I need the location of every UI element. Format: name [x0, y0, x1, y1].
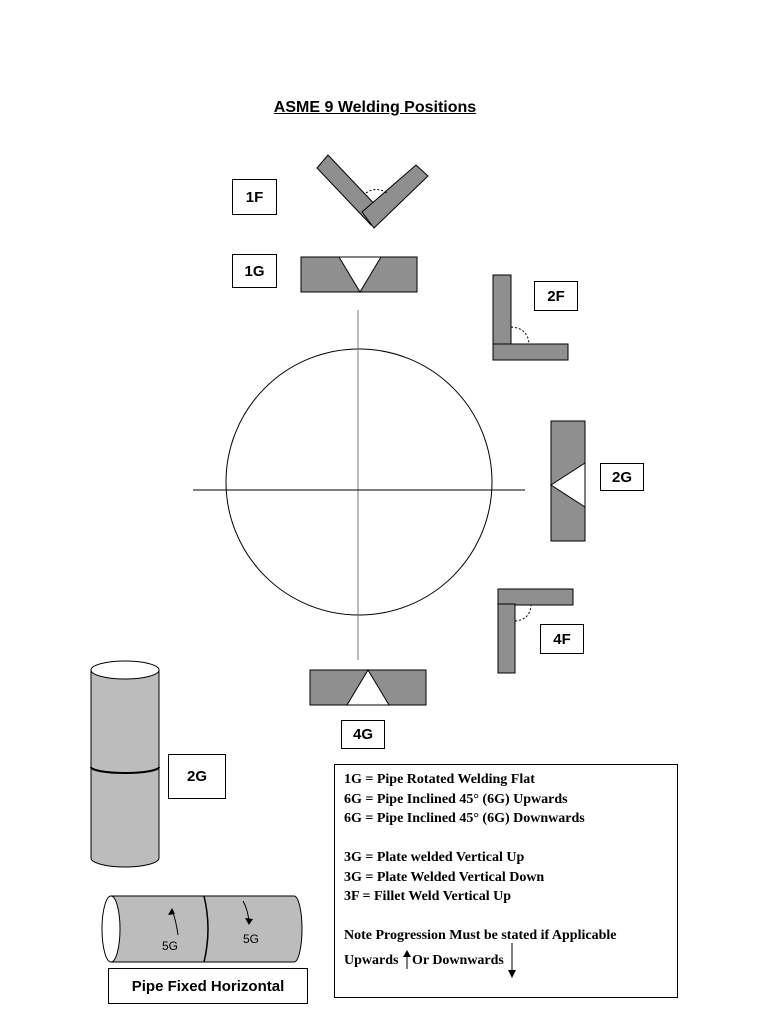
- diagram-title: ASME 9 Welding Positions: [273, 99, 477, 116]
- label-4g: 4G: [341, 720, 385, 749]
- plate-2g-butt: [550, 420, 586, 542]
- plate-4f-fillet: [497, 588, 574, 674]
- label-2g: 2G: [600, 463, 644, 491]
- pipe-5g-left-label: 5G: [162, 939, 178, 953]
- label-2f: 2F: [534, 281, 578, 311]
- pipe-horizontal-5g: 5G 5G: [101, 895, 303, 963]
- plate-1f-fillet: [316, 154, 429, 229]
- legend-line: 6G = Pipe Inclined 45° (6G) Upwards: [344, 791, 568, 807]
- label-1f: 1F: [232, 179, 277, 215]
- arrow-down-icon: [508, 942, 517, 978]
- legend-line: 3G = Plate Welded Vertical Down: [344, 869, 545, 885]
- legend-progression-row: Upwards Or Downwards: [344, 942, 677, 978]
- legend-line: 6G = Pipe Inclined 45° (6G) Downwards: [344, 811, 585, 826]
- plate-2f-fillet: [492, 274, 569, 361]
- pipe-vertical-2g: [90, 660, 160, 868]
- legend-note: Note Progression Must be stated if Appli…: [344, 928, 617, 943]
- legend-box: 1G = Pipe Rotated Welding Flat 6G = Pipe…: [334, 764, 678, 998]
- pipe-fixed-horizontal-caption: Pipe Fixed Horizontal: [108, 968, 308, 1004]
- pipe-5g-right-label: 5G: [243, 932, 259, 946]
- legend-line: 1G = Pipe Rotated Welding Flat: [344, 772, 535, 787]
- label-4f: 4F: [540, 624, 584, 654]
- label-pipe-vertical-2g: 2G: [168, 754, 226, 799]
- reference-circle: [193, 310, 525, 660]
- legend-or-downwards: Or Downwards: [411, 952, 504, 968]
- legend-line: 3F = Fillet Weld Vertical Up: [344, 889, 512, 904]
- plate-4g-butt: [309, 669, 427, 706]
- plate-1g-butt: [300, 256, 418, 293]
- legend-line: 3G = Plate welded Vertical Up: [344, 850, 525, 865]
- label-1g: 1G: [232, 254, 277, 288]
- arrow-up-icon: [402, 950, 411, 970]
- legend-upwards: Upwards: [344, 952, 399, 968]
